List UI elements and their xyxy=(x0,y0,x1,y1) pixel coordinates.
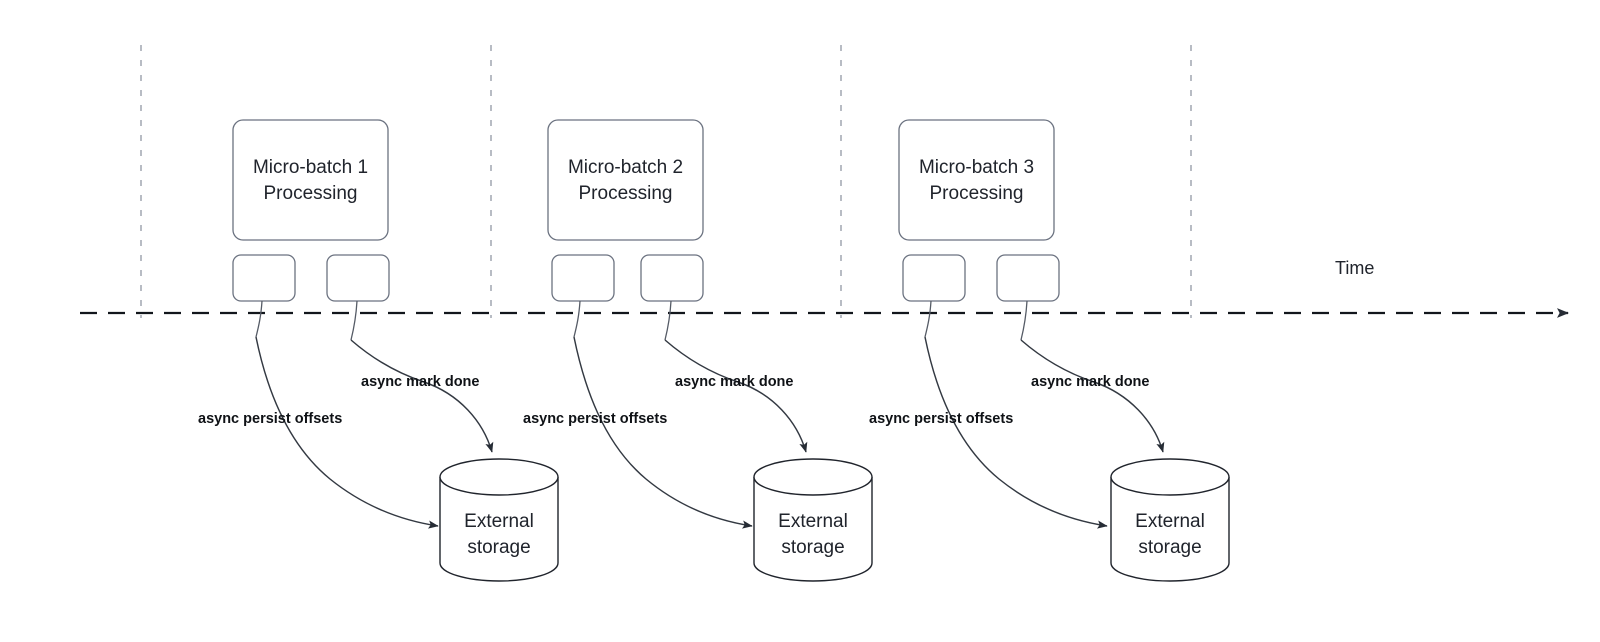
persist-offsets-2-edge xyxy=(573,336,753,529)
mark-done-3-edge xyxy=(1020,339,1165,453)
external-storage-1-body xyxy=(439,477,559,582)
persist-offsets-2-label: async persist offsets xyxy=(523,411,667,427)
group-3: Micro-batch 3 Processing async persist o… xyxy=(869,119,1230,582)
mark-done-1-edge xyxy=(350,339,494,453)
external-storage-2-body xyxy=(753,477,873,582)
external-storage-2-label-line1: External xyxy=(778,511,848,532)
mark-done-2-edge xyxy=(664,339,808,453)
mark-done-3-label: async mark done xyxy=(1031,374,1149,390)
micro-batch-3-box[interactable] xyxy=(898,119,1055,241)
external-storage-1-top xyxy=(439,458,559,496)
persist-offsets-1-label: async persist offsets xyxy=(198,411,342,427)
micro-batch-2-label-line1: Micro-batch 2 xyxy=(568,157,683,178)
external-storage-1[interactable]: External storage xyxy=(439,458,559,582)
markdone-task-2-box[interactable] xyxy=(640,254,704,302)
persist-task-3-stem xyxy=(924,300,932,338)
micro-batch-1-box[interactable] xyxy=(232,119,389,241)
markdone-task-3-stem xyxy=(1020,300,1028,341)
micro-batch-2-box[interactable] xyxy=(547,119,704,241)
persist-offsets-3-edge xyxy=(924,336,1108,529)
micro-batch-3-label-line2: Processing xyxy=(930,183,1024,204)
group-2: Micro-batch 2 Processing async persist o… xyxy=(523,119,873,582)
persist-task-2-stem xyxy=(573,300,581,338)
persist-task-2-box[interactable] xyxy=(551,254,615,302)
micro-batch-1-label-line1: Micro-batch 1 xyxy=(253,157,368,178)
micro-batch-3-label-line1: Micro-batch 3 xyxy=(919,157,1034,178)
external-storage-2[interactable]: External storage xyxy=(753,458,873,582)
external-storage-3-body xyxy=(1110,477,1230,582)
persist-offsets-1-edge xyxy=(255,336,439,529)
time-axis-label: Time xyxy=(1335,258,1374,278)
external-storage-2-top xyxy=(753,458,873,496)
markdone-task-3-box[interactable] xyxy=(996,254,1060,302)
mark-done-2-label: async mark done xyxy=(675,374,793,390)
persist-offsets-3-label: async persist offsets xyxy=(869,411,1013,427)
group-1: Micro-batch 1 Processing async persist o… xyxy=(198,119,559,582)
external-storage-2-label-line2: storage xyxy=(781,537,844,558)
external-storage-1-label-line1: External xyxy=(464,511,534,532)
external-storage-3[interactable]: External storage xyxy=(1110,458,1230,582)
mark-done-1-label: async mark done xyxy=(361,374,479,390)
markdone-task-1-box[interactable] xyxy=(326,254,390,302)
markdone-task-1-stem xyxy=(350,300,358,341)
persist-task-3-box[interactable] xyxy=(902,254,966,302)
persist-task-1-box[interactable] xyxy=(232,254,296,302)
micro-batch-1-label-line2: Processing xyxy=(264,183,358,204)
micro-batch-2-label-line2: Processing xyxy=(579,183,673,204)
persist-task-1-stem xyxy=(255,300,263,338)
external-storage-3-top xyxy=(1110,458,1230,496)
tick-line-group xyxy=(140,45,1192,318)
external-storage-3-label-line1: External xyxy=(1135,511,1205,532)
external-storage-3-label-line2: storage xyxy=(1138,537,1201,558)
markdone-task-2-stem xyxy=(664,300,672,341)
external-storage-1-label-line2: storage xyxy=(467,537,530,558)
